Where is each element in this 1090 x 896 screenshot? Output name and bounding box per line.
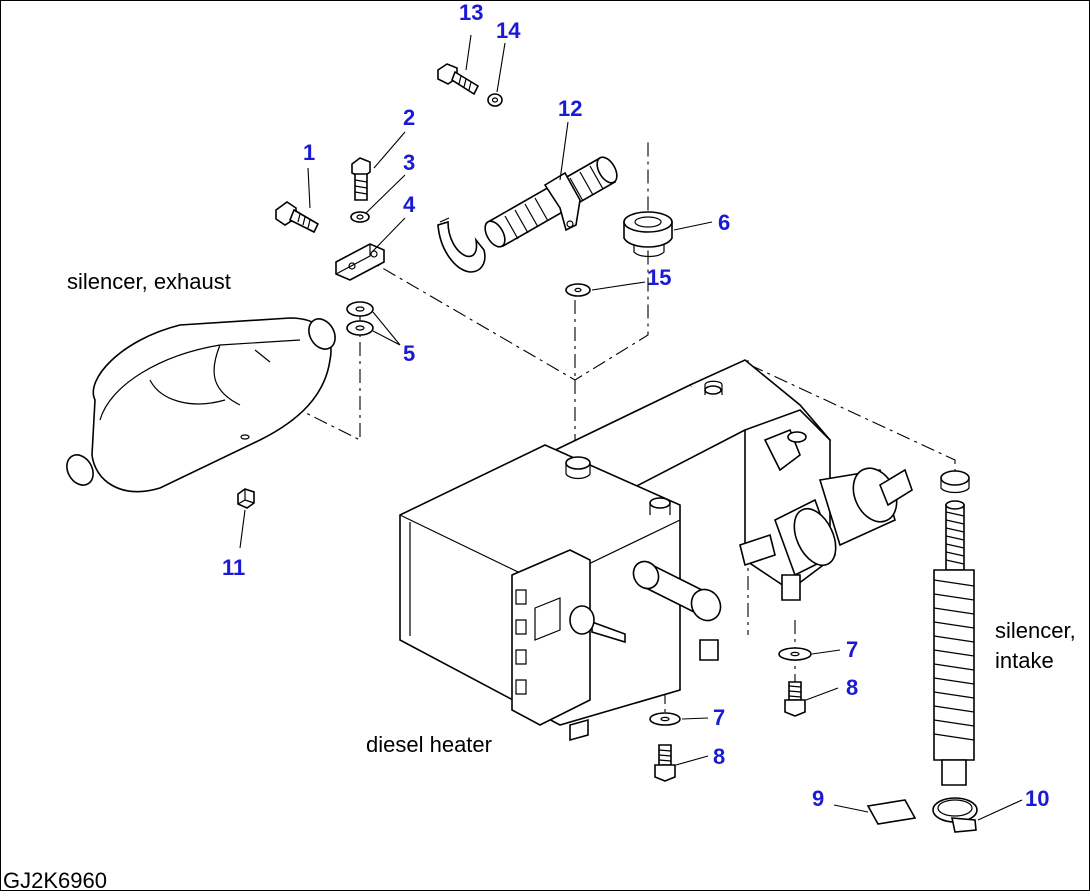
callout-12: 12 <box>558 96 582 121</box>
intake-silencer <box>933 470 975 786</box>
washer-part-14 <box>487 93 503 107</box>
pipe-clamp <box>437 217 486 273</box>
callout-15: 15 <box>647 265 671 290</box>
callout-1: 1 <box>303 140 315 165</box>
callout-7-right: 7 <box>846 637 858 662</box>
callout-4: 4 <box>403 192 416 217</box>
hose-part-12 <box>484 156 618 248</box>
exhaust-silencer <box>66 317 336 493</box>
callout-5: 5 <box>403 341 415 366</box>
grommet-part-6 <box>623 211 673 258</box>
bolt-part-13 <box>437 63 480 96</box>
label-silencer-intake-2: intake <box>995 648 1054 673</box>
label-silencer-exhaust: silencer, exhaust <box>67 269 231 294</box>
pad-part-9 <box>866 799 917 825</box>
hose-clamp-part-10 <box>932 797 978 833</box>
diesel-heater <box>399 359 832 742</box>
callout-9: 9 <box>812 786 824 811</box>
callout-14: 14 <box>496 18 521 43</box>
bracket-part-4 <box>335 243 385 281</box>
bolt-part-2 <box>351 157 371 201</box>
nut-part-11 <box>237 488 255 509</box>
label-silencer-intake-1: silencer, <box>995 618 1076 643</box>
callout-13: 13 <box>459 0 483 25</box>
washer-part-3 <box>350 211 370 223</box>
callout-6: 6 <box>718 210 730 235</box>
washers-part-5 <box>346 301 374 336</box>
bolt-part-1 <box>275 201 320 234</box>
label-diesel-heater: diesel heater <box>366 732 492 757</box>
callout-numbers: 1 2 3 4 5 6 7 8 7 8 9 10 11 12 13 14 15 <box>222 0 1049 811</box>
callout-3: 3 <box>403 150 415 175</box>
callout-8-left: 8 <box>713 744 725 769</box>
leader-lines <box>239 34 1023 821</box>
washer-part-7-right <box>778 647 812 661</box>
bolt-part-8-right <box>784 681 806 717</box>
drawing-code: GJ2K6960 <box>3 868 107 891</box>
fuel-pump <box>739 409 913 601</box>
callout-11: 11 <box>222 555 245 580</box>
callout-2: 2 <box>403 105 415 130</box>
bolt-part-8-left <box>654 744 676 782</box>
callout-7-left: 7 <box>713 705 725 730</box>
callout-8-right: 8 <box>846 675 858 700</box>
part-labels: silencer, exhaust silencer, intake diese… <box>3 269 1076 893</box>
washer-part-15 <box>565 283 591 297</box>
callout-10: 10 <box>1025 786 1049 811</box>
washer-part-7-left <box>649 712 681 726</box>
